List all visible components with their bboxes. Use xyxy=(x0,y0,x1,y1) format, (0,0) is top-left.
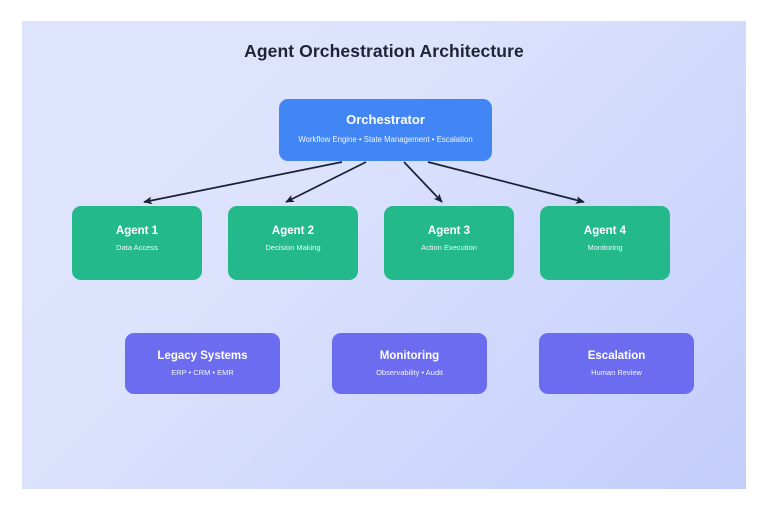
node-legacy-systems[interactable]: Legacy Systems ERP • CRM • EMR xyxy=(125,333,280,394)
page-title: Agent Orchestration Architecture xyxy=(244,41,524,61)
node-agent-1[interactable]: Agent 1 Data Access xyxy=(72,206,202,280)
node-escalation[interactable]: Escalation Human Review xyxy=(539,333,694,394)
node-agent-1-subtitle: Data Access xyxy=(116,243,158,253)
node-escalation-title: Escalation xyxy=(587,350,646,362)
node-agent-4-subtitle: Monitoring xyxy=(587,243,623,253)
diagram-canvas: Agent Orchestration Architecture Orchest… xyxy=(22,21,746,489)
node-agent-3[interactable]: Agent 3 Action Execution xyxy=(384,206,514,280)
node-agent-3-subtitle: Action Execution xyxy=(421,243,477,253)
node-monitoring-subtitle: Observability • Audit xyxy=(376,368,443,378)
node-orchestrator[interactable]: Orchestrator Workflow Engine • State Man… xyxy=(279,99,492,161)
node-agent-2-subtitle: Decision Making xyxy=(265,243,321,253)
node-monitoring-title: Monitoring xyxy=(379,350,440,362)
node-agent-4[interactable]: Agent 4 Monitoring xyxy=(540,206,670,280)
node-monitoring[interactable]: Monitoring Observability • Audit xyxy=(332,333,487,394)
node-legacy-systems-subtitle: ERP • CRM • EMR xyxy=(171,368,234,378)
connector-orchestrator-agent-3 xyxy=(403,161,443,203)
node-orchestrator-subtitle: Workflow Engine • State Management • Esc… xyxy=(298,135,473,145)
node-agent-2[interactable]: Agent 2 Decision Making xyxy=(228,206,358,280)
node-agent-2-title: Agent 2 xyxy=(271,225,315,237)
node-agent-1-title: Agent 1 xyxy=(115,225,159,237)
node-escalation-subtitle: Human Review xyxy=(591,368,642,378)
node-agent-4-title: Agent 4 xyxy=(583,225,627,237)
node-legacy-systems-title: Legacy Systems xyxy=(157,350,248,362)
node-orchestrator-title: Orchestrator xyxy=(346,112,425,127)
connector-orchestrator-agent-4 xyxy=(427,161,585,204)
connector-orchestrator-agent-2 xyxy=(285,161,367,203)
connector-orchestrator-agent-1 xyxy=(143,161,343,205)
node-agent-3-title: Agent 3 xyxy=(427,225,471,237)
